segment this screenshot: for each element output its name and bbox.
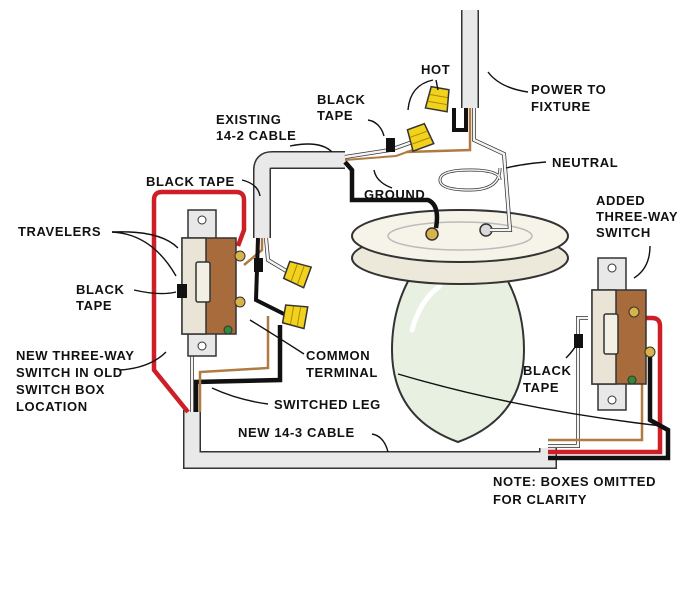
right-switch-toggle xyxy=(603,313,619,355)
right-three-way-switch xyxy=(591,257,656,411)
label-note: NOTE: BOXES OMITTED FOR CLARITY xyxy=(493,474,660,507)
black-traveler-right xyxy=(548,352,671,461)
label-black-tape-top: BLACK TAPE xyxy=(317,92,370,123)
hot-wire-power xyxy=(452,108,468,132)
light-bulb-icon xyxy=(390,261,526,444)
left-three-way-switch xyxy=(181,209,246,357)
wire-nut-icon xyxy=(424,85,450,113)
right-ground-terminal xyxy=(627,375,637,385)
existing-14-2-cable xyxy=(253,151,345,238)
label-new-cable: NEW 14-3 CABLE xyxy=(238,425,355,440)
right-common-terminal xyxy=(644,346,656,358)
right-ground-wire xyxy=(548,376,644,442)
wire-nuts xyxy=(281,85,450,330)
right-traveler-terminal xyxy=(628,306,640,318)
black-tape-icon xyxy=(386,138,395,152)
neutral-coil xyxy=(438,167,502,192)
leader-lines xyxy=(111,71,663,453)
label-existing-cable: EXISTING 14-2 CABLE xyxy=(216,112,296,143)
existing-cable-ground xyxy=(243,238,264,266)
label-ground: GROUND xyxy=(364,187,425,202)
wire-nut-icon xyxy=(282,260,313,289)
left-ground-terminal xyxy=(223,325,233,335)
label-switched-leg: SWITCHED LEG xyxy=(274,397,381,412)
light-fixture xyxy=(351,209,569,444)
label-new-switch: NEW THREE-WAY SWITCH IN OLD SWITCH BOX L… xyxy=(16,348,139,414)
black-tape-icon xyxy=(574,334,583,348)
label-travelers: TRAVELERS xyxy=(18,224,101,239)
left-traveler-terminal xyxy=(234,250,246,262)
black-traveler-left xyxy=(193,325,283,412)
fixture-hot-terminal xyxy=(425,227,439,241)
label-added-switch: ADDED THREE-WAY SWITCH xyxy=(596,193,682,240)
black-tape-icon xyxy=(177,284,187,298)
wire-nut-icon xyxy=(406,122,435,153)
labels: HOT POWER TO FIXTURE BLACK TAPE EXISTING… xyxy=(16,62,682,507)
black-tape-markers xyxy=(177,138,583,348)
left-switch-toggle xyxy=(195,261,211,303)
left-ground-wire xyxy=(198,316,270,412)
ground-to-nut xyxy=(344,147,419,161)
label-hot: HOT xyxy=(421,62,450,77)
wire-nut-icon xyxy=(281,304,309,330)
red-traveler-left xyxy=(151,189,247,414)
label-black-tape-left: BLACK TAPE xyxy=(146,174,235,189)
red-traveler-right xyxy=(548,315,663,455)
label-common-terminal: COMMON TERMINAL xyxy=(306,348,378,380)
left-common-terminal xyxy=(234,296,246,308)
label-black-tape-right: BLACK TAPE xyxy=(523,363,576,395)
label-neutral: NEUTRAL xyxy=(552,155,618,170)
fixture-hot-wire xyxy=(343,160,440,229)
black-tape-icon xyxy=(254,258,263,272)
label-black-tape-mid: BLACK TAPE xyxy=(76,282,129,313)
label-power-to-fixture: POWER TO FIXTURE xyxy=(531,82,611,114)
existing-cable-white xyxy=(264,237,290,274)
ground-wire-power xyxy=(405,108,472,154)
